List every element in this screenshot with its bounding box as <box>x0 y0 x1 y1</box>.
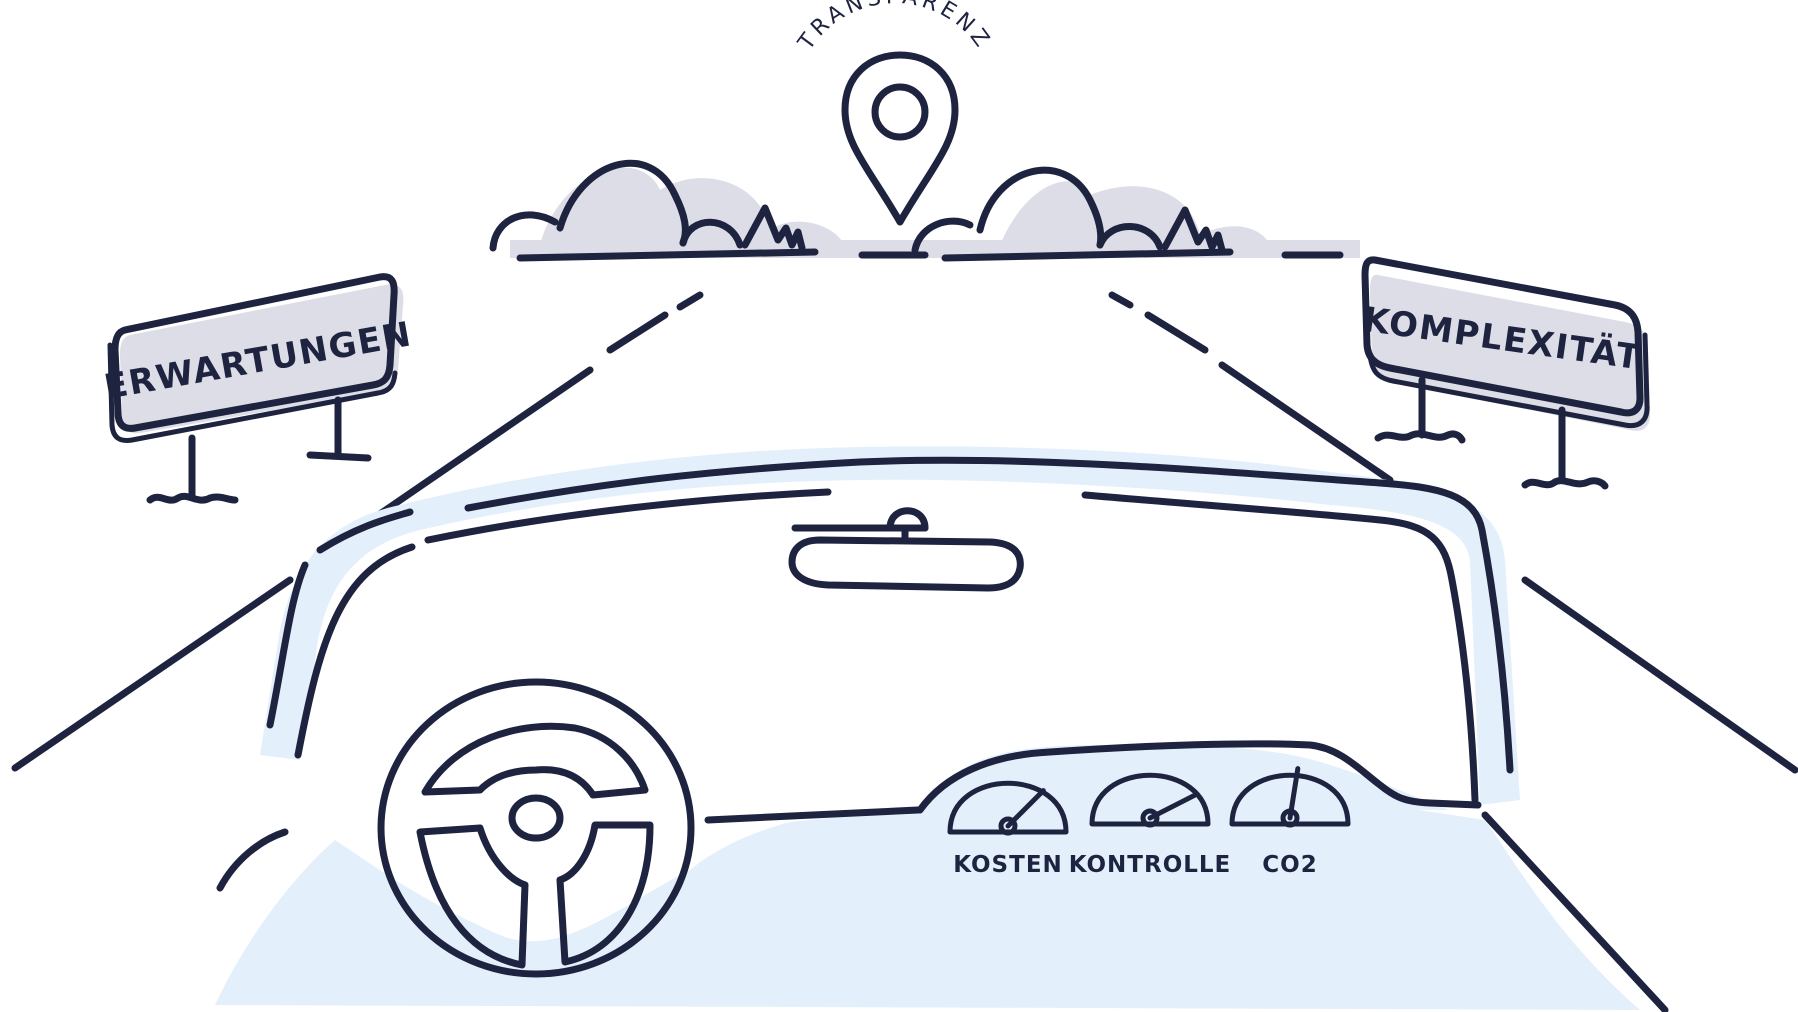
gauge-label: CO2 <box>1262 852 1317 878</box>
sign-left: ERWARTUNGEN <box>101 277 415 500</box>
rearview-mirror <box>792 511 1020 588</box>
gauge-label: KONTROLLE <box>1069 852 1232 878</box>
sign-right: KOMPLEXITÄT <box>1360 260 1650 486</box>
car-interior <box>215 446 1640 1010</box>
destination-label: TRANSPARENZ <box>793 0 996 56</box>
gauge-label: KOSTEN <box>953 852 1063 878</box>
location-pin-icon <box>845 55 955 222</box>
steering-wheel-icon <box>381 682 691 974</box>
